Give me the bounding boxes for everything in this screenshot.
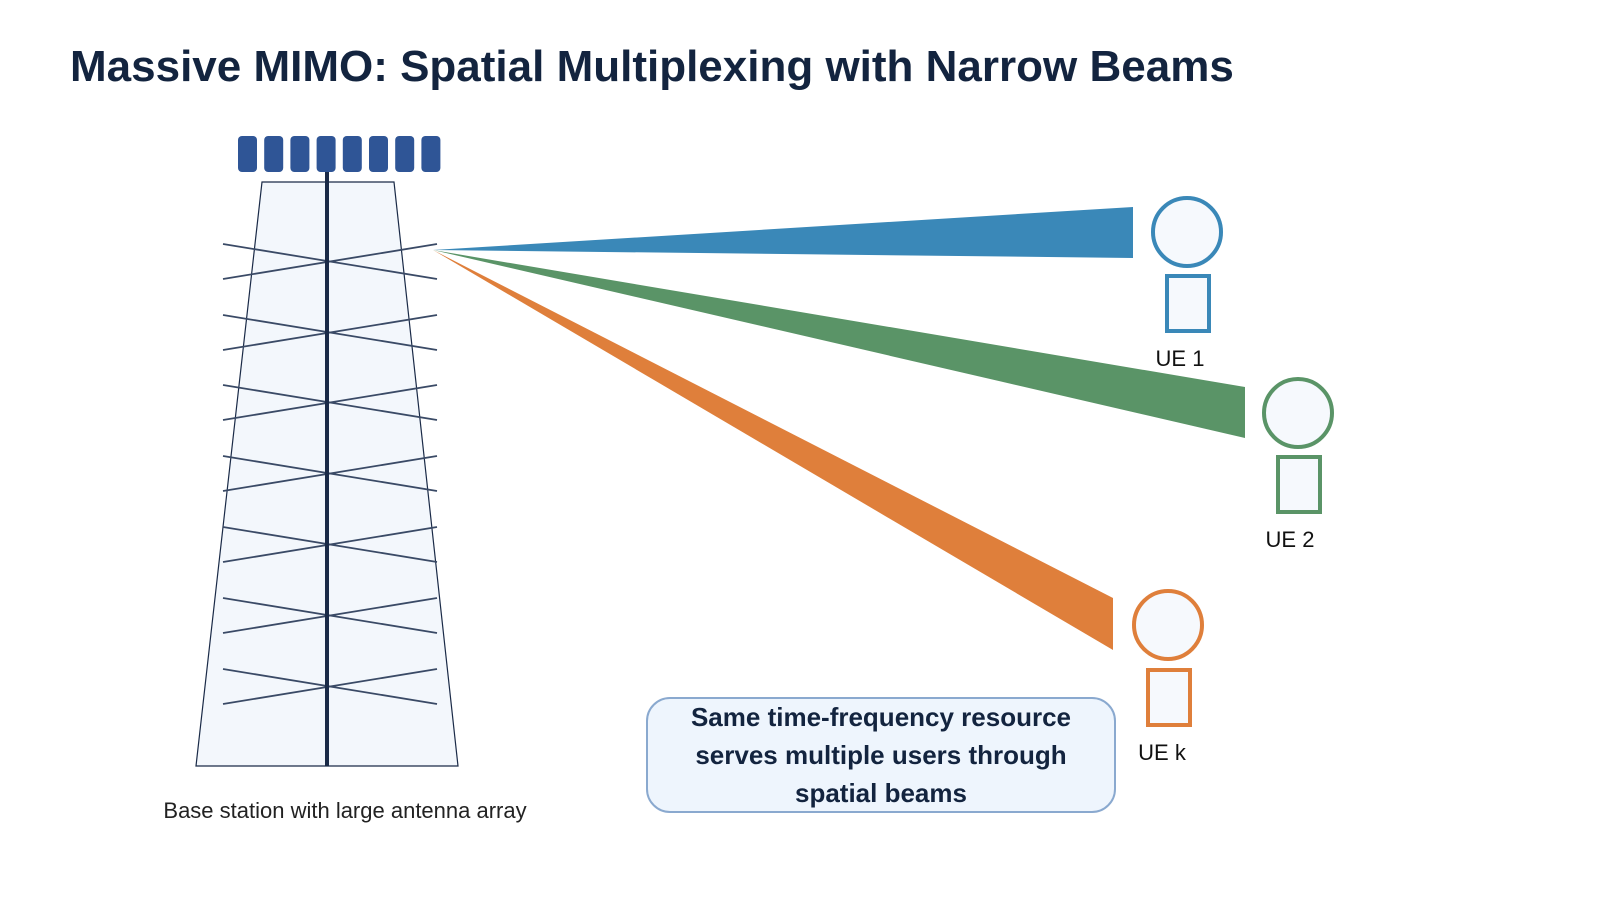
resource-note-box: Same time-frequency resource serves mult… xyxy=(646,697,1116,813)
antenna-element xyxy=(421,136,441,172)
tower-brace xyxy=(222,597,438,634)
ue-2-label: UE 2 xyxy=(1266,527,1315,552)
tower-brace xyxy=(222,668,438,705)
antenna-element xyxy=(238,136,257,172)
tower-brace xyxy=(222,526,438,563)
ue-1-head-icon xyxy=(1151,196,1223,268)
user-equipment-2: UE 2 xyxy=(1262,377,1334,552)
antenna-element xyxy=(369,136,388,172)
beam-ue-k xyxy=(433,250,1113,650)
ue-k-label: UE k xyxy=(1138,740,1187,765)
beam-ue-2 xyxy=(433,250,1245,438)
beams xyxy=(433,207,1245,650)
ue-2-body-icon xyxy=(1276,455,1322,514)
ue-2-head-icon xyxy=(1262,377,1334,449)
tower-brace xyxy=(222,384,438,421)
antenna-element xyxy=(342,136,362,172)
user-equipment-1: UE 1 xyxy=(1151,196,1223,371)
antenna-element xyxy=(395,136,415,172)
user-equipment-k: UE k xyxy=(1132,589,1204,765)
ue-k-body-icon xyxy=(1146,668,1192,727)
tower-brace xyxy=(222,455,438,492)
base-station-caption: Base station with large antenna array xyxy=(163,798,526,823)
beam-ue-1 xyxy=(433,207,1133,258)
antenna-element xyxy=(316,136,336,172)
base-station-tower xyxy=(195,150,459,767)
tower-brace xyxy=(222,314,438,351)
ue-1-body-icon xyxy=(1165,274,1211,333)
antenna-array xyxy=(238,136,441,172)
antenna-element xyxy=(290,136,310,172)
antenna-element xyxy=(264,136,284,172)
resource-note-text: Same time-frequency resource serves mult… xyxy=(690,702,1072,808)
ue-1-label: UE 1 xyxy=(1156,346,1205,371)
ue-k-head-icon xyxy=(1132,589,1204,661)
tower-lattice xyxy=(222,243,438,705)
tower-brace xyxy=(222,243,438,280)
diagram-title: Massive MIMO: Spatial Multiplexing with … xyxy=(70,42,1234,91)
